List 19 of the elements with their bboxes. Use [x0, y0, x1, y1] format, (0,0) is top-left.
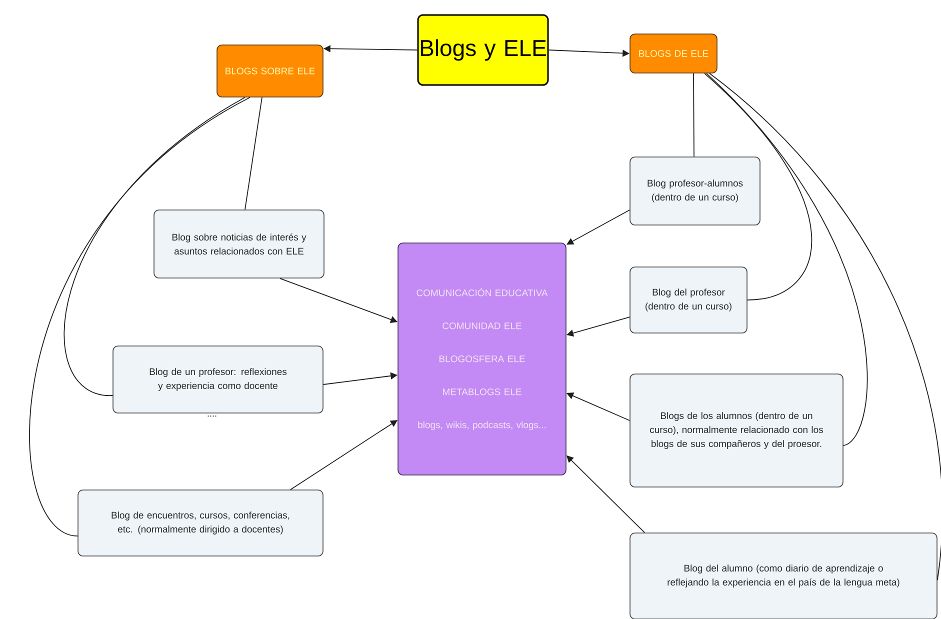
concept-box: Blog de un profesor: reflexiones y experiencia como docente [112, 346, 324, 414]
concept-box: Blog del profesor (dentro de un curso) [630, 266, 748, 334]
category-box: BLOGS DE ELE [630, 34, 718, 74]
title-box: Blogs y ELE [417, 14, 549, 86]
concept-box: Blog sobre noticias de interés y asuntos relacionados con ELE [154, 210, 324, 278]
connector-line [693, 72, 694, 158]
concept-box: Blogs de los alumnos (dentro de un curso), normalmente relacionado con los blogs de sus compañeros y del proesor. [630, 374, 844, 488]
connector-line [704, 72, 812, 300]
connector-line [244, 96, 262, 210]
concept-box: Blog de encuentros, cursos, conferencias, etc. (normalmente dirigido a docentes) [78, 490, 324, 556]
center-box: COMUNICACIÓN EDUCATIVA COMUNIDAD ELE BLOGOSFERA ELE METABLOGS ELE blogs, wikis, podcasts, vlogs... [398, 242, 566, 476]
concept-box: Blog profesor-alumnos (dentro de un curso) [630, 156, 760, 226]
category-box: BLOGS SOBRE ELE [216, 44, 324, 98]
note-text: .... [208, 416, 216, 417]
connector-line [30, 96, 250, 536]
connector-line [706, 72, 868, 446]
connector-line [709, 72, 941, 580]
concept-box: Blog del alumno (como diario de aprendizaje o reflejando la experiencia en el país de la lengua meta) [630, 532, 938, 619]
connector-line [64, 96, 246, 396]
